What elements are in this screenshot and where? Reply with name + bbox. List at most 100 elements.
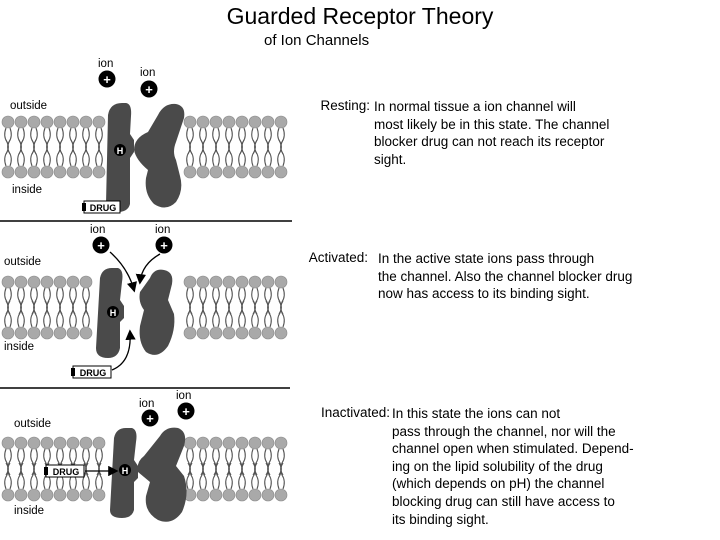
lipid-head — [209, 165, 223, 179]
panel1-inside-label: inside — [12, 184, 43, 196]
diagram-subtitle: of Ion Channels — [264, 32, 370, 49]
lipid-tail — [280, 139, 285, 167]
lipid-head — [53, 436, 67, 450]
lipid-tail — [280, 300, 285, 328]
drug-tip-resting — [82, 203, 86, 211]
lipid-head — [14, 326, 28, 340]
drug-tip-activated — [71, 368, 75, 376]
resting-label: Resting: — [320, 98, 370, 113]
inactivated-label: Inactivated: — [320, 405, 390, 420]
ion-charge-activated-2: + — [160, 238, 168, 253]
lipid-head — [92, 115, 106, 129]
lipid-head — [92, 165, 106, 179]
lipid-tail — [33, 462, 38, 490]
lipid-head — [40, 436, 54, 450]
lipid-head — [196, 436, 210, 450]
ion-resting-1 — [98, 70, 116, 88]
channel-protein-left-resting — [106, 103, 134, 212]
lipid-head — [92, 436, 106, 450]
panel1-ion-label-2: ion — [140, 67, 156, 79]
lipid-head — [248, 165, 262, 179]
lipid-head — [66, 165, 80, 179]
lipid-head — [183, 165, 197, 179]
lipid-tail — [202, 139, 207, 167]
drug-label-inactivated: DRUG — [53, 467, 80, 477]
lipid-tail — [7, 462, 12, 490]
lipid-bilayer-activated — [1, 275, 288, 340]
lipid-head — [79, 115, 93, 129]
lipid-head — [196, 115, 210, 129]
lipid-head — [183, 436, 197, 450]
channel-protein-right-activated — [139, 269, 175, 355]
lipid-tail — [280, 462, 285, 490]
lipid-head — [209, 326, 223, 340]
panel2-ion-label-2: ion — [155, 224, 171, 236]
drug-label-resting: DRUG — [90, 203, 117, 213]
lipid-head — [274, 488, 288, 502]
lipid-head — [261, 436, 275, 450]
lipid-head — [27, 326, 41, 340]
lipid-head — [196, 275, 210, 289]
lipid-tail — [228, 139, 233, 167]
lipid-tail — [267, 300, 272, 328]
lipid-head — [66, 115, 80, 129]
lipid-tail — [98, 139, 103, 167]
ion-charge-activated-1: + — [97, 238, 105, 253]
lipid-tail — [85, 139, 90, 167]
lipid-head — [1, 115, 15, 129]
lipid-tail — [72, 300, 77, 328]
lipid-head — [196, 326, 210, 340]
lipid-head — [66, 488, 80, 502]
lipid-head — [79, 326, 93, 340]
lipid-head — [27, 275, 41, 289]
drug-label-activated: DRUG — [80, 368, 107, 378]
lipid-head — [274, 275, 288, 289]
lipid-head — [66, 275, 80, 289]
lipid-head — [27, 165, 41, 179]
lipid-tail — [33, 139, 38, 167]
lipid-head — [1, 436, 15, 450]
lipid-head — [66, 326, 80, 340]
lipid-tail — [202, 462, 207, 490]
lipid-tail — [202, 300, 207, 328]
drug-path-arrow — [111, 329, 136, 371]
lipid-head — [40, 326, 54, 340]
ion-charge-resting-2: + — [145, 82, 153, 97]
lipid-head — [261, 165, 275, 179]
lipid-head — [209, 115, 223, 129]
lipid-head — [261, 115, 275, 129]
lipid-head — [14, 275, 28, 289]
ion-flow-arrow-1 — [109, 251, 137, 293]
lipid-head — [196, 165, 210, 179]
panel3-inside-label: inside — [14, 505, 45, 517]
panel2-inside-label: inside — [4, 341, 35, 353]
lipid-head — [248, 488, 262, 502]
lipid-tail — [189, 462, 194, 490]
lipid-head — [248, 275, 262, 289]
panel3-outside-label: outside — [14, 418, 52, 430]
resting-description: In normal tissue a ion channel will most… — [374, 99, 610, 167]
lipid-head — [235, 436, 249, 450]
lipid-tail — [241, 300, 246, 328]
lipid-tail — [7, 300, 12, 328]
lipid-head — [222, 275, 236, 289]
lipid-tail — [59, 300, 64, 328]
lipid-head — [274, 436, 288, 450]
lipid-tail — [254, 139, 259, 167]
activated-label: Activated: — [308, 250, 368, 265]
lipid-head — [274, 326, 288, 340]
lipid-head — [53, 488, 67, 502]
panel2-outside-label: outside — [4, 256, 42, 268]
lipid-head — [1, 165, 15, 179]
lipid-tail — [241, 139, 246, 167]
lipid-tail — [254, 300, 259, 328]
lipid-tail — [46, 300, 51, 328]
ion-activated-1 — [92, 236, 110, 254]
lipid-head — [79, 165, 93, 179]
ion-inactivated-1 — [141, 409, 159, 427]
lipid-head — [209, 275, 223, 289]
lipid-tail — [215, 462, 220, 490]
ion-flow-arrow-2 — [135, 253, 161, 285]
lipid-head — [14, 115, 28, 129]
